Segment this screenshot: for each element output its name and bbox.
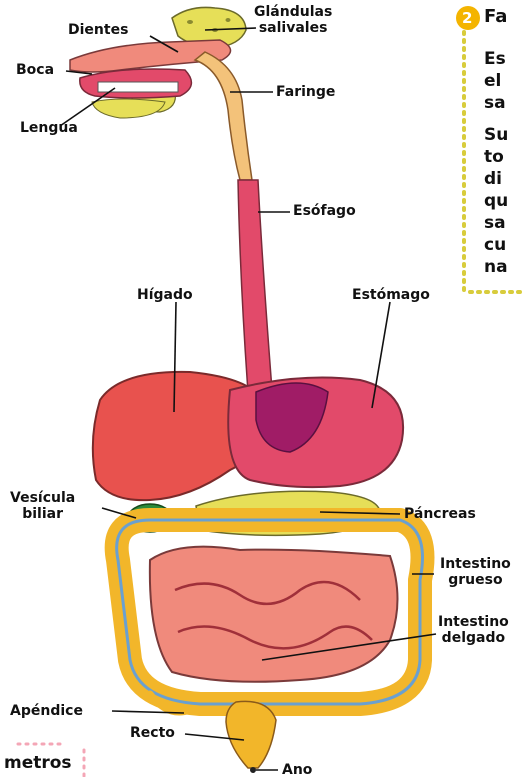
label-faringe: Faringe xyxy=(276,84,335,100)
label-glandulas-line2: salivales xyxy=(254,20,332,36)
p2-line3: di xyxy=(484,168,508,190)
p1-line3: sa xyxy=(484,92,506,114)
section-heading: Fa xyxy=(484,6,507,28)
label-intestino-grueso: Intestino grueso xyxy=(440,556,511,588)
section-number: 2 xyxy=(462,10,472,26)
p2-line1: Su xyxy=(484,124,508,146)
p2-line4: qu xyxy=(484,190,508,212)
label-lengua: Lengua xyxy=(20,120,78,136)
p1-line1: Es xyxy=(484,48,506,70)
label-grueso-line2: grueso xyxy=(440,572,511,588)
label-intestino-delgado: Intestino delgado xyxy=(438,614,509,646)
label-esofago: Esófago xyxy=(293,203,356,219)
label-delgado-line2: delgado xyxy=(438,630,509,646)
label-vesicula-line1: Vesícula xyxy=(10,490,75,506)
bottom-fragment: metros xyxy=(4,752,72,774)
label-glandulas-line1: Glándulas xyxy=(254,4,332,20)
label-recto: Recto xyxy=(130,725,175,741)
label-pancreas: Páncreas xyxy=(404,506,476,522)
label-grueso-line1: Intestino xyxy=(440,556,511,572)
label-dientes: Dientes xyxy=(68,22,128,38)
side-paragraph-2: Su to di qu sa cu na xyxy=(484,124,508,278)
p2-line7: na xyxy=(484,256,508,278)
label-higado: Hígado xyxy=(137,287,193,303)
label-glandulas-salivales: Glándulas salivales xyxy=(254,4,332,36)
label-ano: Ano xyxy=(282,762,312,778)
small-intestine-shape xyxy=(150,547,398,682)
pharynx-shape xyxy=(195,52,252,180)
rectum-shape xyxy=(226,701,276,768)
p2-line2: to xyxy=(484,146,508,168)
side-paragraph-1: Es el sa xyxy=(484,48,506,114)
label-vesicula-biliar: Vesícula biliar xyxy=(10,490,75,522)
label-estomago: Estómago xyxy=(352,287,430,303)
label-boca: Boca xyxy=(16,62,54,78)
mouth-shape xyxy=(70,40,231,118)
label-delgado-line1: Intestino xyxy=(438,614,509,630)
p1-line2: el xyxy=(484,70,506,92)
label-vesicula-line2: biliar xyxy=(10,506,75,522)
p2-line5: sa xyxy=(484,212,508,234)
anus-dot xyxy=(250,767,256,773)
p2-line6: cu xyxy=(484,234,508,256)
label-apendice: Apéndice xyxy=(10,703,83,719)
